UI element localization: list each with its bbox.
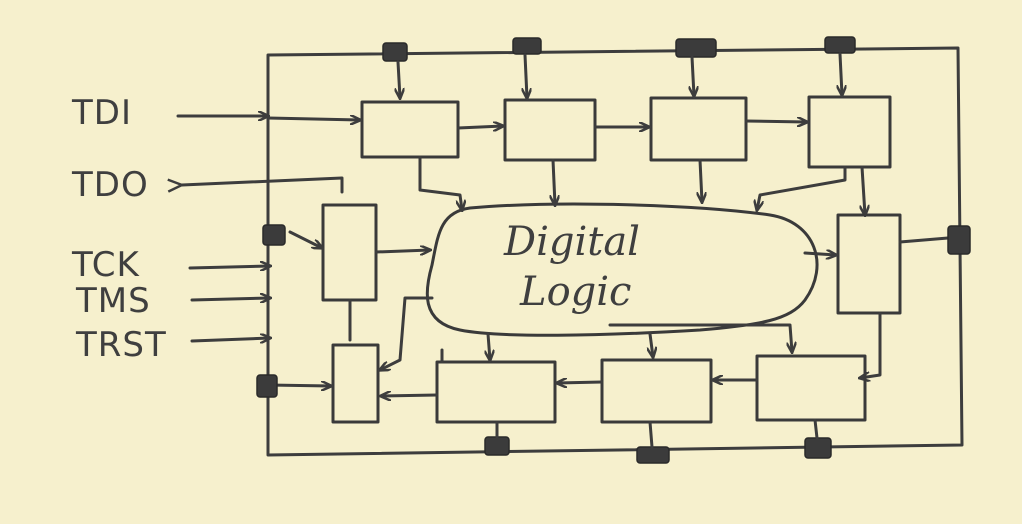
logic-to-left-output (380, 296, 434, 370)
top-cell-1 (360, 100, 460, 159)
top-pad-3 (675, 38, 717, 58)
left-pad-upper (262, 224, 286, 246)
top-pad-2 (512, 37, 542, 55)
logic-to-bottom2 (650, 332, 653, 357)
right-cell-down (860, 311, 882, 378)
tms-line (190, 298, 270, 300)
cell4-to-right-cell (862, 165, 865, 215)
right-cell-to-pad (898, 236, 950, 244)
core-label-line2: Logic (519, 269, 631, 315)
left-cell-to-logic (374, 250, 430, 252)
left-input-cell (321, 203, 378, 302)
bottom-pad-1 (484, 436, 510, 456)
top-pad-4 (824, 36, 856, 54)
bottom-cell-3 (755, 354, 867, 422)
top-pad-4-drop (840, 52, 842, 95)
bottom-cell-1 (435, 360, 557, 424)
bus-to-left-output (266, 385, 331, 386)
tck-label: TCK (71, 245, 141, 285)
cell1-to-cell2 (456, 126, 503, 128)
top-cell-4 (807, 95, 892, 169)
cell2-to-logic (553, 158, 555, 205)
logic-to-bottom1 (488, 332, 490, 360)
tdi-label: TDI (71, 93, 132, 133)
bottom-pad-2 (636, 446, 670, 464)
trst-line (190, 338, 270, 341)
cell1-to-logic (418, 155, 462, 210)
pad-to-left-cell (288, 230, 322, 248)
bottom-pad-3-rise (813, 418, 819, 440)
tdo-line (182, 176, 344, 194)
bottom-cell-2 (600, 358, 713, 424)
top-pad-2-drop (525, 53, 527, 98)
bottom-pad-3 (804, 437, 832, 459)
logic-to-bottom3 (608, 323, 792, 352)
digital-logic-core (425, 202, 819, 337)
left-pad-lower (256, 374, 278, 398)
cell4-to-logic (757, 165, 847, 210)
right-pad (947, 225, 971, 255)
top-pad-3-drop (692, 55, 694, 96)
top-pad-1 (382, 42, 408, 62)
top-cell-2 (503, 98, 597, 162)
bottom1-to-left-output (381, 395, 439, 396)
cell3-to-cell4 (744, 121, 807, 122)
tdo-label: TDO (71, 165, 149, 205)
tck-line (188, 266, 270, 268)
left-output-cell (331, 343, 380, 424)
logic-to-right-cell (803, 253, 836, 255)
core-label-line1: Digital (503, 219, 640, 265)
top-pad-1-drop (398, 60, 400, 98)
tdi-to-cell1 (266, 118, 360, 120)
scan-bus-loop (266, 46, 964, 457)
tms-label: TMS (75, 281, 151, 321)
right-output-cell (836, 213, 902, 315)
top-cell-3 (649, 96, 748, 162)
trst-label: TRST (75, 325, 167, 365)
bottom-pad-2-rise (648, 420, 654, 449)
cell3-to-logic (700, 158, 702, 202)
bottom2-to-bottom1 (557, 382, 604, 383)
